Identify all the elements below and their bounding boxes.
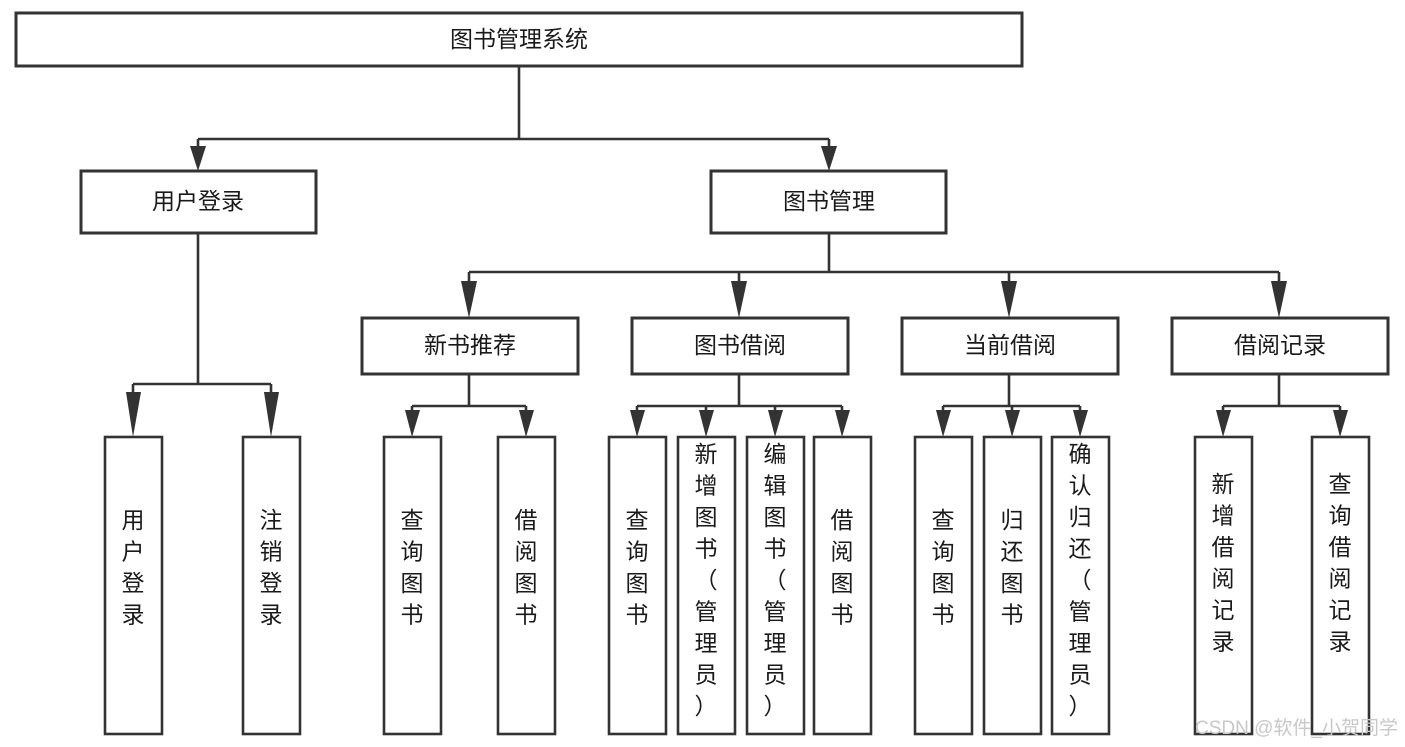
arrowhead-bookmgmt-to-borrow: [731, 281, 747, 318]
arrowhead-bookmgmt-to-record: [1271, 281, 1287, 318]
arrowhead-newbook-leaf-1: [405, 410, 420, 437]
leaf-borrow-query-book-label: 查询图书: [626, 507, 649, 628]
connector-layer: [126, 66, 1348, 437]
arrowhead-borrow-leaf-3: [768, 410, 783, 437]
arrowhead-borrow-leaf-2: [699, 410, 714, 437]
leaf-borrow-add-book-admin[interactable]: 新增图书（管理员）: [676, 435, 737, 736]
node-current-borrow[interactable]: 当前借阅: [900, 316, 1120, 376]
leaf-new-book-borrow-book[interactable]: 借阅图书: [496, 435, 557, 736]
node-user-login-label: 用户登录: [152, 188, 244, 214]
leaf-record-query-record-label: 查询借阅记录: [1329, 471, 1352, 655]
arrowhead-userlogin-leaf-1: [126, 392, 141, 437]
node-current-borrow-box: [900, 316, 1120, 376]
leaf-current-return-book-label: 归还图书: [1001, 507, 1024, 628]
arrowhead-current-leaf-1: [936, 410, 951, 437]
leaf-current-confirm-return-admin-label: 确认归还（管理员）: [1069, 441, 1092, 719]
arrowhead-current-leaf-3: [1073, 410, 1088, 437]
node-book-management[interactable]: 图书管理: [709, 169, 948, 235]
leaf-user-login-logout-label: 注销登录: [260, 507, 283, 628]
leaf-current-return-book-box: [982, 435, 1043, 736]
node-new-book-recommend-label: 新书推荐: [424, 332, 516, 358]
arrowhead-record-leaf-1: [1216, 410, 1231, 437]
leaf-record-add-record-box: [1193, 435, 1254, 736]
leaf-borrow-borrow-book-label: 借阅图书: [831, 507, 854, 628]
leaf-new-book-borrow-book-label: 借阅图书: [515, 507, 538, 628]
leaf-current-query-book-box: [913, 435, 974, 736]
leaf-borrow-add-book-admin-box: [676, 435, 737, 736]
node-book-borrow[interactable]: 图书借阅: [630, 316, 850, 376]
node-user-login[interactable]: 用户登录: [79, 169, 318, 235]
leaf-current-query-book-label: 查询图书: [932, 507, 955, 628]
leaf-record-add-record[interactable]: 新增借阅记录: [1193, 435, 1254, 736]
csdn-watermark: CSDN @软件_小贺同学: [1195, 717, 1398, 739]
leaf-new-book-query-book[interactable]: 查询图书: [382, 435, 443, 736]
arrowhead-record-leaf-2: [1333, 410, 1348, 437]
arrowhead-root-to-book-mgmt: [821, 146, 837, 171]
arrowhead-borrow-leaf-1: [630, 410, 645, 437]
node-book-borrow-label: 图书借阅: [694, 332, 786, 358]
arrowhead-borrow-leaf-4: [835, 410, 850, 437]
arrowhead-bookmgmt-to-newbook: [461, 281, 477, 318]
leaf-borrow-borrow-book-box: [812, 435, 873, 736]
node-current-borrow-label: 当前借阅: [964, 332, 1056, 358]
leaf-current-confirm-return-admin-box: [1050, 435, 1111, 736]
node-root-label: 图书管理系统: [450, 26, 588, 52]
arrowhead-newbook-leaf-2: [519, 410, 534, 437]
leaf-borrow-add-book-admin-label: 新增图书（管理员）: [695, 441, 718, 719]
leaf-current-query-book[interactable]: 查询图书: [913, 435, 974, 736]
leaf-user-login-login[interactable]: 用户登录: [103, 435, 164, 736]
node-root-box: [14, 11, 1024, 68]
leaf-user-login-login-box: [103, 435, 164, 736]
arrowhead-userlogin-leaf-2: [264, 392, 279, 437]
leaf-record-query-record-box: [1310, 435, 1371, 736]
leaf-user-login-login-label: 用户登录: [122, 507, 145, 628]
leaf-borrow-edit-book-admin[interactable]: 编辑图书（管理员）: [745, 435, 806, 736]
leaf-current-confirm-return-admin[interactable]: 确认归还（管理员）: [1050, 435, 1111, 736]
node-book-borrow-box: [630, 316, 850, 376]
arrowhead-current-leaf-2: [1005, 410, 1020, 437]
leaf-user-login-logout-box: [241, 435, 302, 736]
node-borrow-record[interactable]: 借阅记录: [1170, 316, 1390, 376]
leaf-borrow-borrow-book[interactable]: 借阅图书: [812, 435, 873, 736]
leaf-borrow-query-book[interactable]: 查询图书: [607, 435, 668, 736]
leaf-record-query-record[interactable]: 查询借阅记录: [1310, 435, 1371, 736]
node-user-login-box: [79, 169, 318, 235]
leaf-borrow-edit-book-admin-box: [745, 435, 806, 736]
node-borrow-record-box: [1170, 316, 1390, 376]
leaf-new-book-query-book-label: 查询图书: [401, 507, 424, 628]
leaf-new-book-query-book-box: [382, 435, 443, 736]
node-new-book-recommend-box: [360, 316, 580, 376]
leaf-new-book-borrow-book-box: [496, 435, 557, 736]
node-book-management-box: [709, 169, 948, 235]
leaf-current-return-book[interactable]: 归还图书: [982, 435, 1043, 736]
leaf-borrow-query-book-box: [607, 435, 668, 736]
arrowhead-root-to-user-login: [190, 146, 206, 171]
leaf-borrow-edit-book-admin-label: 编辑图书（管理员）: [764, 441, 787, 719]
node-borrow-record-label: 借阅记录: [1234, 332, 1326, 358]
node-book-management-label: 图书管理: [783, 188, 875, 214]
leaf-user-login-logout[interactable]: 注销登录: [241, 435, 302, 736]
node-root-book-management-system[interactable]: 图书管理系统: [14, 11, 1024, 68]
leaf-record-add-record-label: 新增借阅记录: [1212, 471, 1235, 655]
arrowhead-bookmgmt-to-current: [1001, 281, 1017, 318]
node-new-book-recommend[interactable]: 新书推荐: [360, 316, 580, 376]
